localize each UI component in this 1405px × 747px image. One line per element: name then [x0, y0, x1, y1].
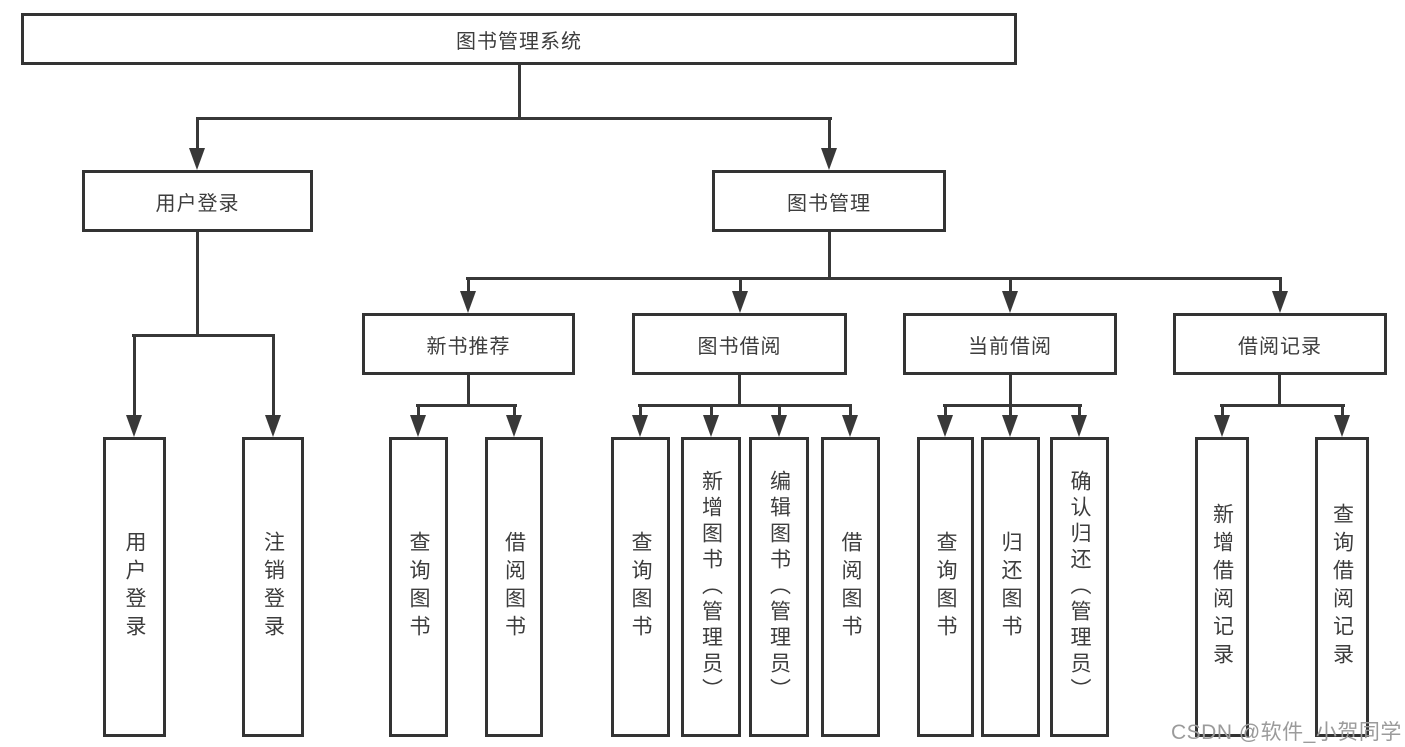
- node-label: 图书管理系统: [456, 30, 582, 53]
- connector-drop: [1221, 404, 1224, 418]
- arrow-down-icon: [1272, 291, 1288, 313]
- connector-drop: [272, 334, 275, 418]
- leaf-logout: 注销登录: [242, 437, 304, 737]
- node-label: 用户登录: [155, 192, 240, 215]
- connector-root-rail: [196, 117, 832, 120]
- connector-drop: [467, 277, 470, 295]
- arrow-down-icon: [189, 148, 205, 170]
- node-label: 当前借阅: [968, 335, 1052, 358]
- node-borrowing-records: 借阅记录: [1173, 313, 1387, 375]
- arrow-down-icon: [732, 291, 748, 313]
- arrow-down-icon: [1002, 415, 1018, 437]
- leaf-label: 查询图书: [629, 531, 652, 643]
- connector-drop: [710, 404, 713, 418]
- node-user-login: 用户登录: [82, 170, 313, 232]
- node-book-management: 图书管理: [712, 170, 946, 232]
- connector-userlogin-stem: [196, 232, 199, 336]
- leaf-current-query-books: 查询图书: [917, 437, 974, 737]
- arrow-down-icon: [265, 415, 281, 437]
- connector-drop: [1279, 277, 1282, 295]
- arrow-down-icon: [506, 415, 522, 437]
- leaf-user-login: 用户登录: [103, 437, 166, 737]
- connector-drop: [513, 404, 516, 418]
- leaf-label: 注销登录: [261, 531, 285, 643]
- leaf-label: 查询图书: [934, 531, 957, 643]
- leaf-borrowing-edit-books-admin: 编辑图书（管理员）: [749, 437, 809, 737]
- leaf-borrowing-add-books-admin: 新增图书（管理员）: [681, 437, 741, 737]
- arrow-down-icon: [1334, 415, 1350, 437]
- node-library-management-system: 图书管理系统: [21, 13, 1017, 65]
- arrow-down-icon: [821, 148, 837, 170]
- arrow-down-icon: [703, 415, 719, 437]
- node-current-borrowing: 当前借阅: [903, 313, 1117, 375]
- connector-bookmgmt-rail: [466, 277, 1282, 280]
- leaf-label: 新增借阅记录: [1210, 503, 1234, 671]
- leaf-newbook-query-books: 查询图书: [389, 437, 448, 737]
- connector-newbook-rail: [416, 404, 517, 407]
- arrow-down-icon: [632, 415, 648, 437]
- connector-current-rail: [943, 404, 1082, 407]
- node-book-borrowing: 图书借阅: [632, 313, 847, 375]
- leaf-label: 编辑图书（管理员）: [767, 470, 791, 704]
- arrow-down-icon: [771, 415, 787, 437]
- leaf-label: 用户登录: [123, 531, 146, 643]
- connector-records-stem: [1278, 375, 1281, 407]
- leaf-newbook-borrow-books: 借阅图书: [485, 437, 543, 737]
- arrow-down-icon: [460, 291, 476, 313]
- node-new-book-recommendation: 新书推荐: [362, 313, 575, 375]
- connector-drop: [1078, 404, 1081, 418]
- leaf-label: 借阅图书: [502, 531, 526, 643]
- leaf-label: 查询图书: [407, 531, 430, 643]
- leaf-label: 借阅图书: [839, 531, 862, 643]
- connector-drop: [1009, 277, 1012, 295]
- leaf-borrowing-borrow-books: 借阅图书: [821, 437, 880, 737]
- connector-drop: [944, 404, 947, 418]
- connector-drop: [828, 117, 831, 152]
- node-label: 新书推荐: [426, 335, 511, 358]
- csdn-watermark: CSDN @软件_小贺同学: [1171, 721, 1402, 744]
- leaf-label: 归还图书: [999, 531, 1022, 643]
- connector-drop: [417, 404, 420, 418]
- leaf-records-add-borrow-record: 新增借阅记录: [1195, 437, 1249, 737]
- connector-drop: [196, 117, 199, 152]
- connector-borrowing-rail: [638, 404, 852, 407]
- connector-drop: [1341, 404, 1344, 418]
- connector-drop: [849, 404, 852, 418]
- arrow-down-icon: [1002, 291, 1018, 313]
- arrow-down-icon: [1071, 415, 1087, 437]
- node-label: 借阅记录: [1238, 335, 1322, 358]
- connector-drop: [739, 277, 742, 295]
- connector-drop: [133, 334, 136, 418]
- connector-borrowing-stem: [738, 375, 741, 407]
- connector-userlogin-rail: [132, 334, 275, 337]
- node-label: 图书管理: [787, 192, 871, 215]
- connector-bookmgmt-stem: [828, 232, 831, 279]
- leaf-current-confirm-return-admin: 确认归还（管理员）: [1050, 437, 1109, 737]
- connector-drop: [1009, 404, 1012, 418]
- leaf-label: 查询借阅记录: [1330, 503, 1354, 671]
- arrow-down-icon: [1214, 415, 1230, 437]
- connector-drop: [778, 404, 781, 418]
- node-label: 图书借阅: [697, 335, 782, 358]
- arrow-down-icon: [937, 415, 953, 437]
- leaf-current-return-books: 归还图书: [981, 437, 1040, 737]
- connector-records-rail: [1220, 404, 1345, 407]
- connector-current-stem: [1009, 375, 1012, 407]
- leaf-borrowing-query-books: 查询图书: [611, 437, 670, 737]
- arrow-down-icon: [842, 415, 858, 437]
- arrow-down-icon: [410, 415, 426, 437]
- connector-drop: [639, 404, 642, 418]
- leaf-label: 确认归还（管理员）: [1068, 470, 1091, 704]
- connector-newbook-stem: [467, 375, 470, 407]
- leaf-records-query-borrow-record: 查询借阅记录: [1315, 437, 1369, 737]
- arrow-down-icon: [126, 415, 142, 437]
- connector-root-stem: [518, 63, 521, 118]
- leaf-label: 新增图书（管理员）: [699, 470, 723, 704]
